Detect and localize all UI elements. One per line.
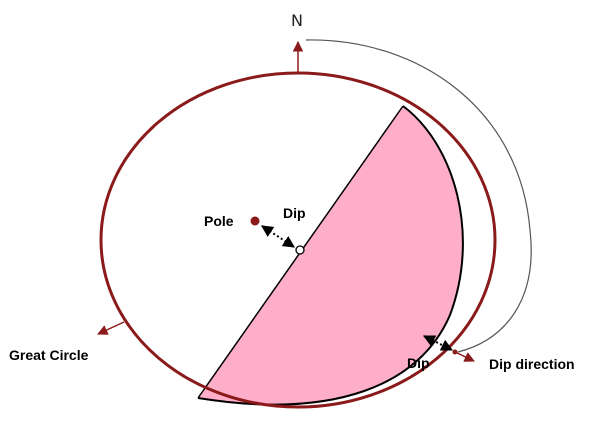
pole-label: Pole — [204, 213, 234, 229]
center-point — [295, 245, 305, 255]
north-label: N — [291, 11, 303, 30]
great-circle-shaded-area — [198, 106, 463, 405]
dip-edge-label: Dip — [407, 355, 430, 371]
edge-dip-point — [452, 349, 458, 355]
dip-direction-arc — [305, 39, 532, 353]
dip-direction-label: Dip direction — [489, 356, 575, 372]
dip-center-label: Dip — [283, 205, 306, 221]
edge-dip-dotted-arrow — [422, 335, 454, 351]
dip-direction-arrow — [454, 351, 475, 362]
pole-dip-dotted-arrow — [260, 225, 296, 248]
great-circle-arrow — [97, 321, 125, 335]
great-circle-label: Great Circle — [9, 347, 89, 363]
pole-point — [250, 216, 260, 226]
great-circle-arc — [197, 105, 464, 406]
